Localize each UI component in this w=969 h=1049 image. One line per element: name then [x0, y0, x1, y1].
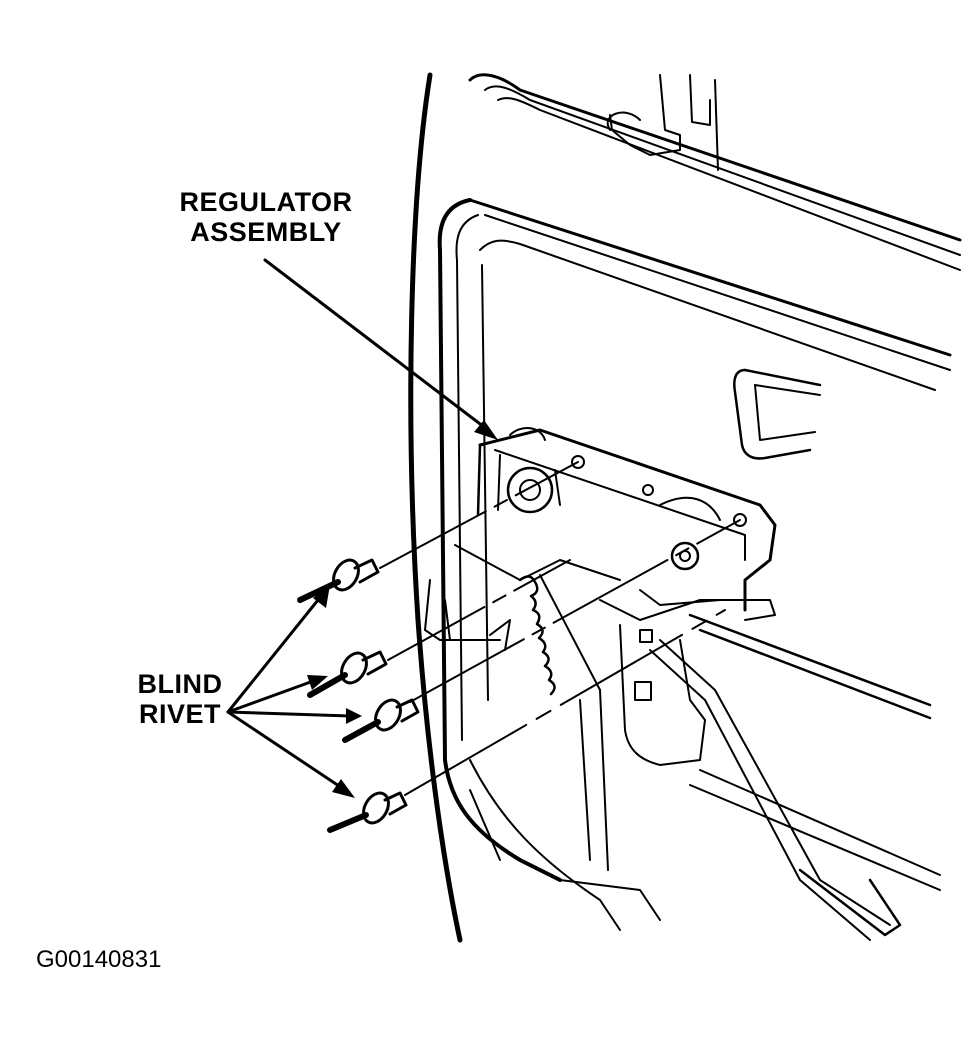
blind-rivet-1 [297, 558, 380, 603]
regulator-assembly [424, 427, 777, 696]
door-bottom [469, 759, 661, 931]
handle-opening [733, 368, 822, 460]
lift-arm [579, 613, 941, 941]
blind-rivet-label: BLIND RIVET [132, 669, 228, 729]
alignment-lines [379, 461, 741, 796]
regulator-assembly-label: REGULATOR ASSEMBLY [176, 187, 356, 247]
blind-rivet-3 [342, 698, 420, 743]
figure-code: G00140831 [36, 946, 162, 973]
blind-rivet-label-line2: RIVET [138, 698, 221, 729]
blind-rivet-2 [307, 650, 388, 698]
door-shell [408, 72, 962, 943]
regulator-leader-arrow [263, 258, 498, 440]
window-channel-bracket [606, 74, 719, 171]
blind-rivet-label-line1: BLIND [137, 669, 223, 699]
blind-rivet-4 [327, 791, 408, 833]
blind-rivet-leader-arrows [226, 585, 362, 798]
regulator-label-line2: ASSEMBLY [190, 216, 342, 247]
inner-door-panel [437, 198, 952, 882]
regulator-label-line1: REGULATOR [179, 187, 353, 217]
